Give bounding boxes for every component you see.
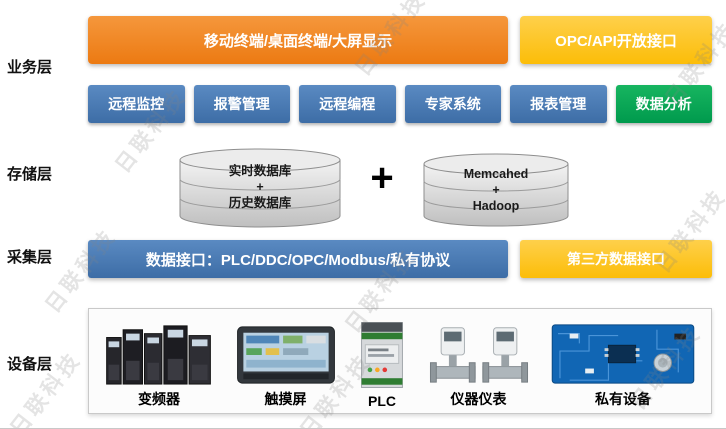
device-label: 私有设备 [595,391,651,407]
module-data-analysis: 数据分析 [615,85,712,123]
layer-label-collection: 采集层 [7,249,53,266]
layer-label-storage: 存储层 [7,166,53,183]
device-label: PLC [368,393,396,409]
storage-plus-sign: + [370,156,394,200]
device-panel: 变频器 触摸屏 [88,308,712,414]
database-cylinder-icon [179,148,341,228]
db-line: Hadoop [472,199,520,213]
instrument-icon [427,320,531,386]
module-alarm-management: 报警管理 [193,85,290,123]
database-cylinder-icon [423,153,569,227]
device-label: 触摸屏 [264,391,307,407]
device-item-hmi: 触摸屏 [234,324,338,409]
device-label: 变频器 [138,391,180,407]
device-item-plc: PLC [356,320,408,409]
db-line: Memcahed [463,167,529,181]
plc-icon [356,320,408,390]
box-third-party-interface: 第三方数据接口 [520,240,712,278]
layer-label-device: 设备层 [7,356,53,373]
module-remote-monitoring: 远程监控 [88,85,185,123]
db-line: 历史数据库 [228,196,292,210]
hmi-icon [234,324,338,386]
device-item-private: 私有设备 [549,322,697,409]
db-line: + [492,183,500,197]
db-line: + [256,180,264,194]
box-data-interface: 数据接口：PLC/DDC/OPC/Modbus/私有协议 [88,240,508,278]
box-opc-api-interface: OPC/API开放接口 [520,16,712,64]
db-line: 实时数据库 [228,164,292,178]
realtime-history-database-cylinder: 实时数据库 + 历史数据库 [176,148,344,230]
layer-label-business: 业务层 [7,59,53,76]
module-report-management: 报表管理 [510,85,607,123]
memcached-hadoop-cylinder: Memcahed + Hadoop [420,153,572,229]
pcb-icon [549,322,697,386]
banner-client-terminals: 移动终端/桌面终端/大屏显示 [88,16,508,64]
database-left-text: 实时数据库 + 历史数据库 [176,148,344,230]
database-right-text: Memcahed + Hadoop [420,153,572,229]
device-label: 仪器仪表 [450,391,507,407]
vfd-icon [103,322,215,386]
module-remote-programming: 远程编程 [299,85,396,123]
device-item-vfd: 变频器 [103,322,215,409]
business-module-row: 远程监控 报警管理 远程编程 专家系统 报表管理 数据分析 [88,85,712,123]
device-item-instruments: 仪器仪表 [427,320,531,409]
module-expert-system: 专家系统 [404,85,501,123]
